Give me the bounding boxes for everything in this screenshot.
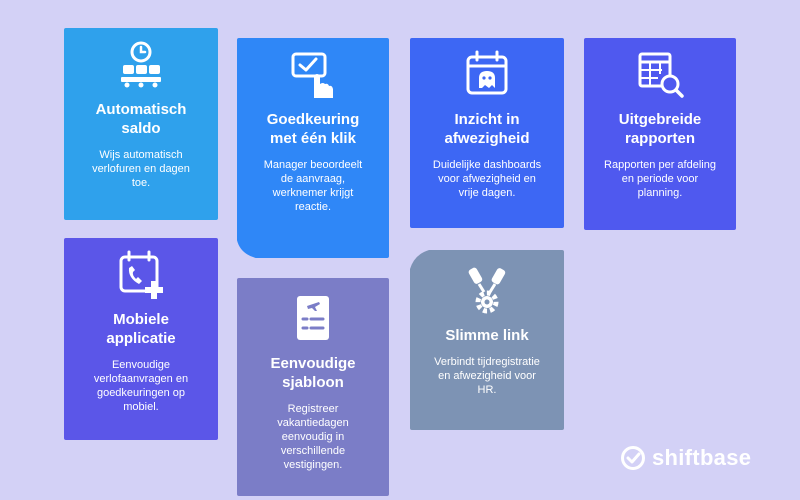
card-title: Eenvoudige sjabloon (270, 355, 356, 391)
report-search-icon (638, 52, 684, 98)
flight-checklist-icon (297, 296, 329, 340)
logo-wordmark: shiftbase (652, 445, 752, 470)
feature-card-automatisch-saldo: Automatisch saldo Wijs automatisch verlo… (64, 28, 218, 220)
calendar-phone-icon (119, 250, 163, 299)
page-curl-decoration (410, 250, 432, 272)
page-curl-decoration (237, 236, 259, 258)
shiftbase-logo: shiftbase (620, 442, 751, 474)
card-description: Registreer vakantiedagen eenvoudig in ve… (277, 403, 349, 471)
card-description: Manager beoordeelt de aanvraag, werkneme… (263, 159, 363, 213)
feature-card-rapporten: Uitgebreide rapporten Rapporten per afde… (584, 38, 736, 230)
clock-icon (121, 41, 161, 88)
feature-card-goedkeuring: Goedkeuring met één klik Manager beoorde… (237, 38, 389, 258)
feature-card-slimme-link: Slimme link Verbindt tijdregistratie en … (410, 250, 564, 430)
link-gear-icon (468, 267, 506, 314)
feature-card-inzicht: Inzicht in afwezigheid Duidelijke dashbo… (410, 38, 564, 228)
click-approval-icon (291, 52, 333, 98)
feature-card-sjabloon: Eenvoudige sjabloon Registreer vakantied… (237, 278, 389, 496)
card-description: Eenvoudige verlofaanvragen en goedkeurin… (93, 359, 189, 413)
card-title: Automatisch saldo (95, 101, 187, 137)
card-description: Rapporten per afdeling en periode voor p… (604, 159, 716, 199)
card-title: Uitgebreide rapporten (618, 111, 702, 147)
card-title: Mobiele applicatie (106, 311, 176, 347)
feature-card-mobiele-applicatie: Mobiele applicatie Eenvoudige verlofaanv… (64, 238, 218, 440)
card-description: Wijs automatisch verlofuren en dagen toe… (92, 149, 190, 189)
card-title: Slimme link (445, 327, 529, 344)
card-description: Duidelijke dashboards voor afwezigheid e… (432, 159, 542, 199)
card-description: Verbindt tijdregistratie en afwezigheid … (434, 356, 540, 396)
check-circle-icon (621, 446, 645, 470)
calendar-ghost-icon (466, 50, 508, 95)
card-title: Goedkeuring met één klik (266, 111, 360, 147)
card-title: Inzicht in afwezigheid (444, 111, 530, 147)
